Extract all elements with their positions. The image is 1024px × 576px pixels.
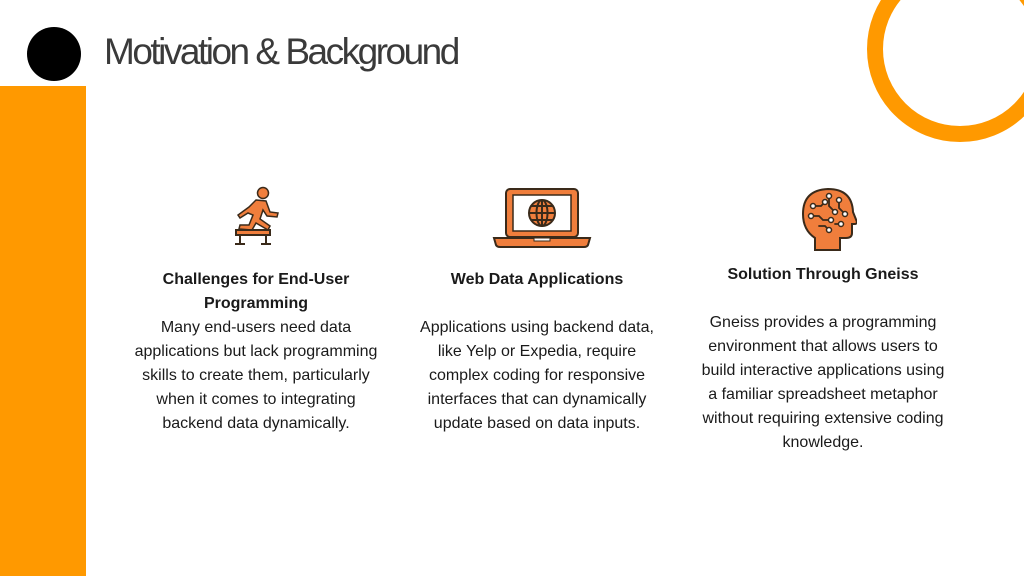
hurdle-runner-icon (235, 186, 279, 245)
title-bullet-dot (27, 27, 81, 81)
column-body: Gneiss provides a programming environmen… (701, 314, 945, 451)
head-circuit-icon (801, 187, 857, 251)
column-body: Many end-users need data applications bu… (134, 319, 378, 432)
laptop-globe-icon (492, 188, 592, 248)
column-body: Applications using backend data, like Ye… (420, 319, 654, 432)
column-heading: Web Data Applications (450, 271, 624, 288)
column-web-data-applications: Web Data Applications Applications using… (412, 268, 662, 436)
column-heading: Solution Through Gneiss (727, 266, 919, 283)
column-solution-gneiss: Solution Through Gneiss Gneiss provides … (698, 263, 948, 455)
column-heading: Challenges for End-User Programming (162, 271, 350, 312)
page-title: Motivation & Background (104, 31, 460, 72)
column-challenges: Challenges for End-User Programming Many… (131, 268, 381, 436)
decorative-ring (867, 0, 1024, 142)
left-accent-bar (0, 86, 86, 576)
